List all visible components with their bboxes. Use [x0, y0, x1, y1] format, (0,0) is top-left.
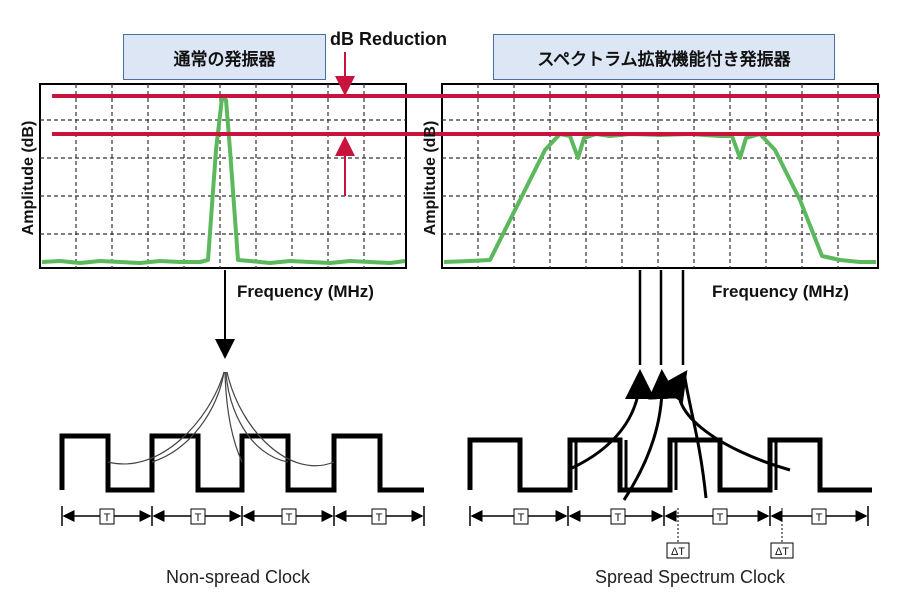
delta-period-label: ΔT — [671, 546, 685, 558]
edge-curve — [225, 371, 289, 463]
period-arrows-right — [469, 506, 869, 548]
period-label: T — [376, 512, 383, 524]
period-label: T — [816, 512, 823, 524]
plot-normal-grid — [40, 84, 406, 268]
frequency-axis-label-right: Frequency (MHz) — [712, 282, 849, 301]
period-label: T — [195, 512, 202, 524]
plot-spread-grid — [442, 84, 878, 268]
plot-spread — [441, 83, 879, 269]
edge-curve — [151, 371, 225, 463]
period-label: T — [104, 512, 111, 524]
title-normal-oscillator: 通常の発振器 — [123, 34, 326, 80]
title-normal-text: 通常の発振器 — [173, 49, 276, 70]
period-labels-left: T T T T — [99, 508, 387, 525]
non-spread-caption: Non-spread Clock — [166, 567, 311, 587]
frequency-axis-label-left: Frequency (MHz) — [237, 282, 374, 301]
normal-spectrum-trace — [41, 96, 406, 265]
period-labels-right: T T T T ΔT ΔT — [513, 508, 827, 559]
period-arrows-left — [61, 506, 425, 526]
spread-edge-curve — [683, 377, 708, 499]
non-spread-clock: T T T T Non-spread Clock — [59, 270, 425, 587]
plot-normal — [39, 83, 407, 269]
title-spread-oscillator: スペクトラム拡散機能付き発振器 — [493, 34, 835, 80]
title-spread-text: スペクトラム拡散機能付き発振器 — [537, 49, 791, 70]
spread-edge-curve — [622, 369, 679, 501]
spread-clock: T T T T ΔT ΔT Spread Spectrum Clock — [467, 270, 872, 587]
amplitude-axis-label-right: Amplitude (dB) — [422, 121, 439, 236]
spread-edge-curve — [658, 370, 791, 472]
spread-waveform — [467, 437, 872, 493]
spread-edge-curve — [571, 369, 655, 470]
period-label: T — [286, 512, 293, 524]
period-label: T — [717, 512, 724, 524]
edge-curve — [107, 371, 225, 465]
edge-curve — [226, 371, 335, 467]
edge-curve — [224, 371, 243, 463]
db-reduction-label: dB Reduction — [330, 29, 447, 49]
period-label: T — [615, 512, 622, 524]
period-label: T — [518, 512, 525, 524]
amplitude-axis-label-left: Amplitude (dB) — [20, 121, 37, 236]
non-spread-waveform — [59, 433, 424, 493]
delta-period-label: ΔT — [775, 546, 789, 558]
spread-caption: Spread Spectrum Clock — [595, 567, 786, 587]
